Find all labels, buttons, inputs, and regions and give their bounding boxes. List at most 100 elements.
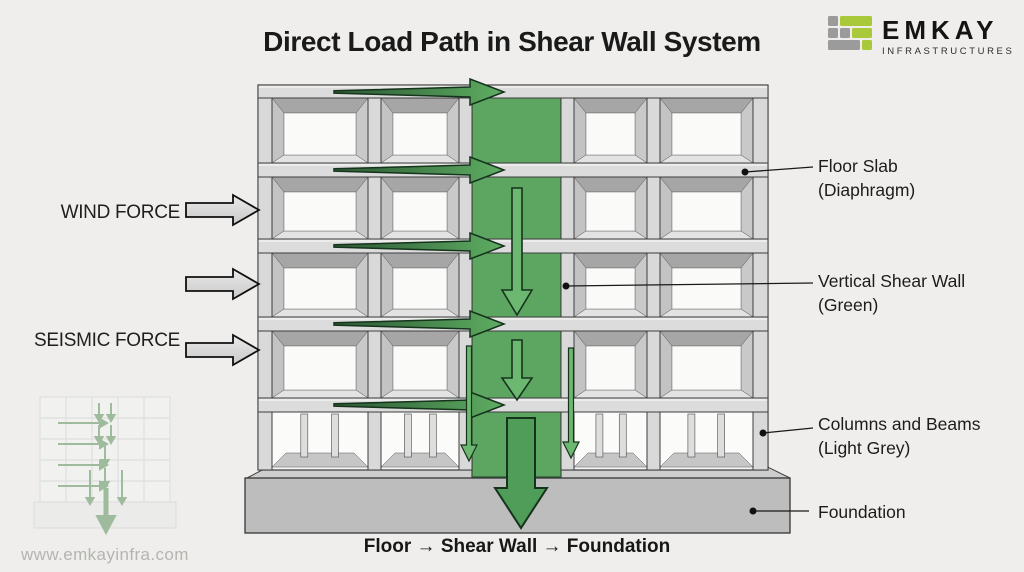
- interior-column: [404, 413, 412, 458]
- leader-line: [565, 282, 814, 287]
- load-arrow-horizontal: [333, 77, 507, 107]
- force-arrow: [185, 193, 261, 227]
- brand-logo-icon: [828, 16, 872, 50]
- floor-slab: [257, 316, 769, 332]
- annotation-columns-beams-line2: (Light Grey): [818, 438, 911, 458]
- cell-bottom-face: [271, 154, 369, 164]
- cell-back-panel: [392, 112, 448, 156]
- cell-bottom-face: [380, 230, 460, 240]
- leader-dot: [741, 168, 749, 176]
- cell-back-panel: [283, 267, 357, 310]
- cell-bottom-face: [380, 389, 460, 399]
- cell-back-panel: [585, 267, 636, 310]
- building-cell: [380, 252, 460, 318]
- load-arrow-vertical: [500, 187, 534, 317]
- cell-bottom-face: [380, 154, 460, 164]
- load-arrow-vertical: [500, 339, 534, 402]
- cell-ceiling-face: [271, 176, 369, 193]
- cell-bottom-face: [271, 389, 369, 399]
- building-cell: [573, 176, 648, 240]
- cell-bottom-face: [659, 154, 754, 164]
- cell-bottom-face: [573, 230, 648, 240]
- cell-back-panel: [585, 191, 636, 232]
- cell-bottom-face: [380, 308, 460, 318]
- building-cell: [659, 176, 754, 240]
- cell-back-panel: [283, 345, 357, 391]
- cell-bottom-face: [573, 154, 648, 164]
- brand-name: EMKAY: [882, 15, 999, 45]
- building-cell: [380, 176, 460, 240]
- interior-column: [717, 413, 725, 458]
- annotation-columns-beams: Columns and Beams (Light Grey): [818, 412, 980, 460]
- building-frame: [257, 84, 769, 478]
- cell-ceiling-face: [380, 252, 460, 269]
- brand-logo-block: [852, 28, 872, 38]
- website-url: www.emkayinfra.com: [21, 545, 189, 564]
- cell-bottom-face: [271, 230, 369, 240]
- force-arrow: [185, 267, 261, 301]
- cell-bottom-face: [573, 389, 648, 399]
- cell-back-panel: [392, 345, 448, 391]
- building-cell: [271, 97, 369, 164]
- interior-column: [331, 413, 339, 458]
- cell-back-panel: [392, 191, 448, 232]
- interior-column: [618, 413, 627, 458]
- annotation-floor-slab-line1: Floor Slab: [818, 156, 898, 176]
- cell-back-panel: [671, 267, 742, 310]
- page-title: Direct Load Path in Shear Wall System: [263, 26, 761, 57]
- leader-dot: [562, 282, 570, 290]
- annotation-floor-slab-line2: (Diaphragm): [818, 180, 916, 200]
- cell-ceiling-face: [380, 176, 460, 193]
- cell-back-panel: [671, 112, 742, 156]
- load-arrow-horizontal: [333, 231, 507, 261]
- annotation-shear-wall: Vertical Shear Wall (Green): [818, 269, 965, 317]
- interior-column: [595, 413, 604, 458]
- brand-logo-block: [828, 28, 838, 38]
- brand-subtitle: INFRASTRUCTURES: [882, 46, 1015, 57]
- annotation-shear-wall-line1: Vertical Shear Wall: [818, 271, 966, 291]
- lateral-force-arrows: [185, 193, 261, 367]
- building-cell: [380, 97, 460, 164]
- cell-bottom-face: [659, 308, 754, 318]
- load-arrow-vertical-thin: [562, 347, 580, 460]
- building-cell: [659, 252, 754, 318]
- annotation-floor-slab: Floor Slab (Diaphragm): [818, 154, 915, 202]
- leader-dot: [749, 507, 757, 515]
- cell-back-panel: [585, 112, 636, 156]
- leader-line: [744, 166, 814, 173]
- cell-back-panel: [283, 112, 357, 156]
- leader-dot: [759, 429, 767, 437]
- building-cell: [271, 330, 369, 399]
- building-cell: [271, 252, 369, 318]
- cell-back-panel: [392, 267, 448, 310]
- load-path-caption: Floor → Shear Wall → Foundation: [363, 536, 671, 557]
- cell-ceiling-face: [380, 330, 460, 347]
- floor-slab: [257, 397, 769, 413]
- cell-ceiling-face: [380, 97, 460, 114]
- brand-logo: EMKAY INFRASTRUCTURES: [828, 16, 1014, 57]
- ground-floor-cell: [573, 412, 648, 468]
- ground-floor-wedge: [573, 452, 648, 468]
- cell-bottom-face: [659, 389, 754, 399]
- cell-ceiling-face: [573, 252, 648, 269]
- load-arrow-horizontal: [333, 155, 507, 185]
- ground-floor-cell: [271, 412, 369, 468]
- ground-floor-cell: [380, 412, 460, 468]
- annotation-leader-lines: [562, 166, 814, 515]
- cell-bottom-face: [271, 308, 369, 318]
- ground-floor-wedge: [659, 452, 754, 468]
- annotation-columns-beams-line1: Columns and Beams: [818, 414, 981, 434]
- cell-back-panel: [283, 191, 357, 232]
- load-path-arrows: [333, 77, 580, 530]
- ground-floor-wedge: [380, 452, 460, 468]
- force-arrow: [185, 333, 261, 367]
- brand-logo-block: [840, 16, 872, 26]
- cell-bottom-face: [659, 230, 754, 240]
- cell-ceiling-face: [659, 330, 754, 347]
- building-cell: [271, 176, 369, 240]
- cell-back-panel: [671, 191, 742, 232]
- watermark-mini-diagram: [33, 396, 177, 536]
- seismic-force-label: SEISMIC FORCE: [33, 330, 180, 351]
- interior-column: [300, 413, 309, 458]
